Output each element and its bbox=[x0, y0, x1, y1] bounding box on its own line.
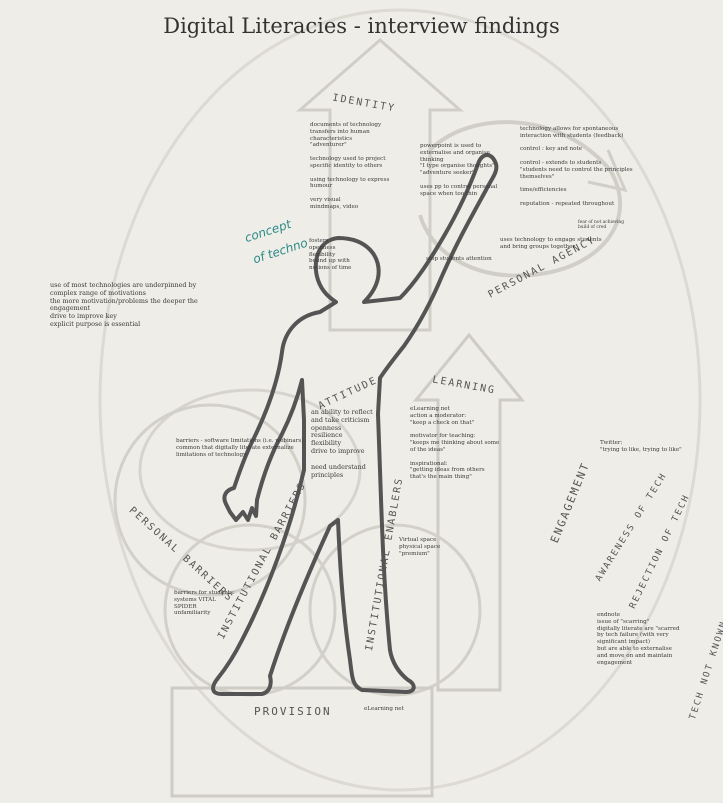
note-agency-mid: powerpoint is used to externalise and or… bbox=[420, 143, 520, 198]
note-virtual: Virtual space physical space "premium" bbox=[399, 537, 479, 557]
note-identity: documents of technology transfers into h… bbox=[310, 122, 410, 211]
note-elearning-net: eLearning net bbox=[364, 706, 424, 713]
note-endnote: endnote issue of "scarring" digitally li… bbox=[597, 612, 707, 667]
note-barriers: barriers - software limitations (i.e. we… bbox=[176, 438, 314, 458]
note-attitude: an ability to reflect and take criticism… bbox=[311, 409, 383, 479]
note-agency-right-small: fear of not achieving build of cred bbox=[578, 220, 648, 231]
note-agency-right: technology allows for spontaneous intera… bbox=[520, 126, 660, 208]
poster-title: Digital Literacies - interview findings bbox=[0, 14, 723, 38]
label-provision: PROVISION bbox=[254, 705, 332, 718]
note-agency-groups: uses technology to engage students and b… bbox=[500, 237, 630, 251]
note-head: fosters openness flexibility bound up wi… bbox=[309, 238, 369, 272]
note-learning: eLearning net action a moderator: "keep … bbox=[410, 406, 514, 481]
note-agency-stop: stop students attention bbox=[426, 256, 516, 263]
note-student-barriers: barriers for students: systems VITAL SPI… bbox=[174, 590, 264, 617]
note-left-motivation: use of most technologies are underpinned… bbox=[50, 282, 210, 329]
note-twitter: Twitter: "trying to like, trying to like… bbox=[600, 440, 710, 454]
